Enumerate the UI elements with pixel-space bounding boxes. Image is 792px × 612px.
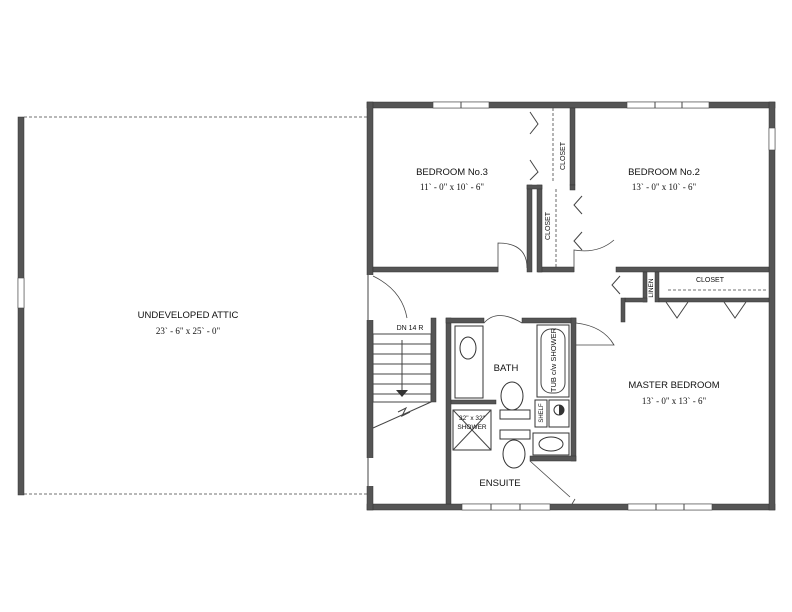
toilet-ensuite xyxy=(502,439,526,469)
window-bed2 xyxy=(626,101,710,109)
master-name: MASTER BEDROOM xyxy=(628,380,719,391)
window-master xyxy=(627,503,713,511)
stair-arrow-icon xyxy=(396,390,408,397)
door-swings xyxy=(483,239,615,505)
ensuite-name: ENSUITE xyxy=(479,478,520,489)
attic-window xyxy=(17,277,25,309)
shelf xyxy=(534,399,548,428)
north-wall xyxy=(366,101,776,109)
shower-size-label: 32" x 32" xyxy=(459,415,486,422)
bedroom2-size: 13` - 0" x 10` - 6" xyxy=(632,182,697,192)
sink-bath xyxy=(459,336,477,360)
attic-door xyxy=(366,275,408,486)
closet-label-master: CLOSET xyxy=(696,277,725,284)
sink-ensuite xyxy=(538,436,564,452)
room-labels: UNDEVELOPED ATTIC 23` - 6" x 25` - 0" BE… xyxy=(138,141,725,489)
window-east xyxy=(768,127,776,151)
master-size: 13` - 0" x 13` - 6" xyxy=(642,396,707,406)
attic-area xyxy=(17,116,368,496)
ensuite-fixtures xyxy=(452,409,570,469)
stairs xyxy=(372,333,432,429)
stair-label: DN 14 R xyxy=(397,325,424,332)
bath-name: BATH xyxy=(494,363,519,374)
shower-label: SHOWER xyxy=(457,424,487,431)
tub xyxy=(536,324,570,398)
window-ensuite xyxy=(461,503,551,511)
attic-size: 23` - 6" x 25` - 0" xyxy=(156,326,221,336)
bedroom3-size: 11` - 0" x 10` - 6" xyxy=(420,182,484,192)
interior-walls xyxy=(372,107,770,505)
bedroom3-name: BEDROOM No.3 xyxy=(416,167,488,178)
bedroom2-name: BEDROOM No.2 xyxy=(628,167,700,178)
bath-fixtures xyxy=(454,324,570,428)
toilet-tank-bath xyxy=(499,409,531,420)
closets xyxy=(529,108,766,319)
linen-label: LINEN xyxy=(648,278,655,297)
attic-name: UNDEVELOPED ATTIC xyxy=(138,310,239,321)
toilet-bath xyxy=(500,381,524,411)
closet-label-bed2: CLOSET xyxy=(560,141,567,170)
closet-label-bed3: CLOSET xyxy=(545,211,552,240)
tub-label: TUB c/w SHOWER xyxy=(549,327,558,392)
toilet-tank-ensuite xyxy=(499,429,531,440)
south-wall xyxy=(366,503,776,511)
shelf-label: SHELF xyxy=(539,403,545,423)
east-wall xyxy=(768,101,776,511)
windows xyxy=(432,101,776,511)
